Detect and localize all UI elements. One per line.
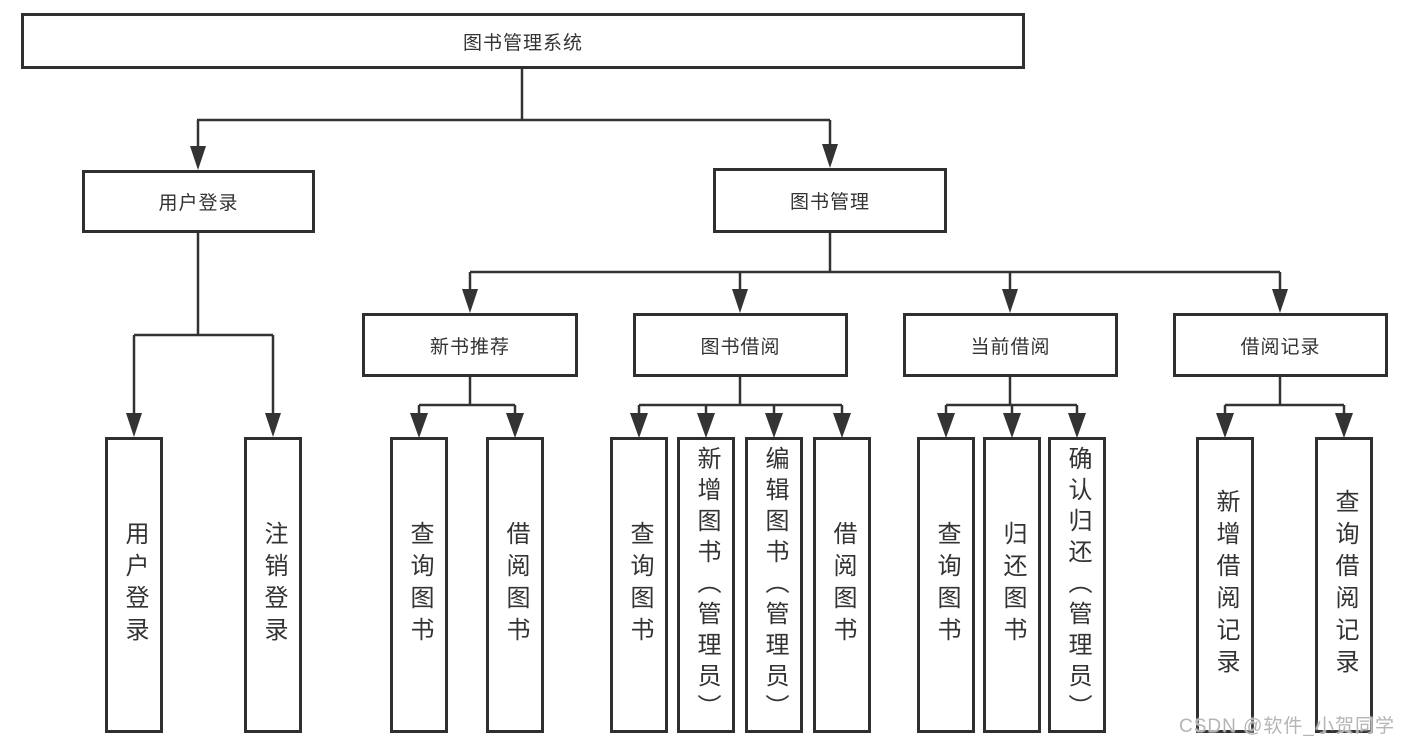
leaf-user-login: 用户登录 (105, 437, 163, 733)
leaf-bb-add-books-admin: 新增图书（管理员） (677, 437, 735, 733)
leaf-cb-query-books: 查询图书 (917, 437, 975, 733)
node-book-management: 图书管理 (713, 168, 947, 233)
leaf-bb-edit-books-admin: 编辑图书（管理员） (745, 437, 803, 733)
node-new-book-recommend: 新书推荐 (362, 313, 578, 377)
watermark-text: CSDN @软件_小贺同学 (1179, 716, 1395, 737)
leaf-cb-return-books: 归还图书 (983, 437, 1041, 733)
leaf-br-query-record: 查询借阅记录 (1315, 437, 1373, 733)
node-user-login: 用户登录 (82, 170, 315, 233)
leaf-rec-borrow-books: 借阅图书 (486, 437, 544, 733)
leaf-bb-query-books: 查询图书 (610, 437, 668, 733)
leaf-bb-borrow-books: 借阅图书 (813, 437, 871, 733)
leaf-br-add-record: 新增借阅记录 (1196, 437, 1254, 733)
leaf-cb-confirm-return-admin: 确认归还（管理员） (1048, 437, 1106, 733)
node-borrow-records: 借阅记录 (1173, 313, 1388, 377)
leaf-logout: 注销登录 (244, 437, 302, 733)
leaf-rec-query-books: 查询图书 (390, 437, 448, 733)
node-book-borrow: 图书借阅 (633, 313, 848, 377)
node-root-system: 图书管理系统 (21, 13, 1025, 69)
node-current-borrow: 当前借阅 (903, 313, 1118, 377)
